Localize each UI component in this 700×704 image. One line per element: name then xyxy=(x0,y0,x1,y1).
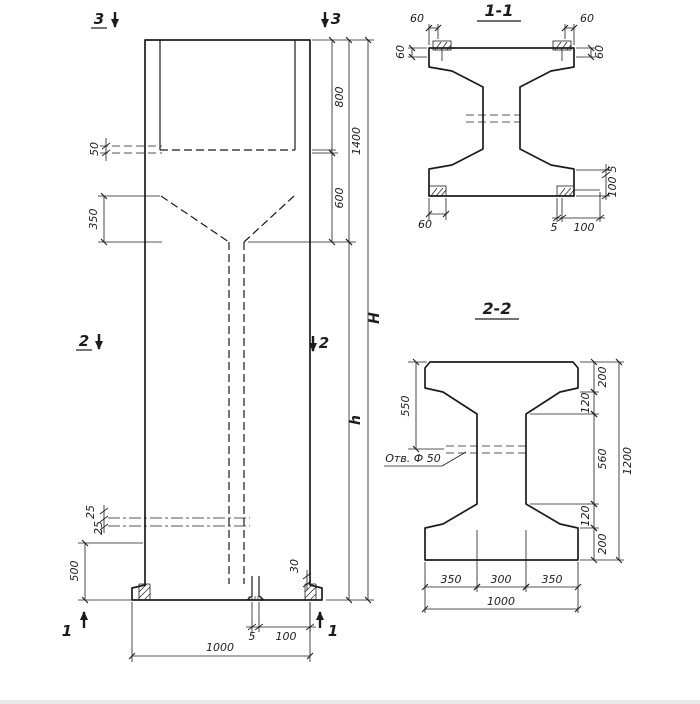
plate-hatch xyxy=(558,187,575,197)
ext-lines-1000 xyxy=(131,602,311,662)
dim-ticks xyxy=(601,166,611,200)
embedded-plate-bottom-right xyxy=(556,185,575,197)
dim-ticks xyxy=(101,142,111,157)
dim-500: 500 xyxy=(68,561,81,582)
dim-60-bottom: 60 xyxy=(418,218,432,231)
hidden-hole-lines xyxy=(466,114,520,123)
foot-hatch-right xyxy=(304,583,317,601)
dim-300: 300 xyxy=(491,573,512,586)
dim-350: 350 xyxy=(87,209,100,230)
ext-lines xyxy=(428,24,439,45)
elevation-view: 3 3 2 2 1 1 800 600 1400 h H 50 350 xyxy=(62,10,383,662)
hole-diameter-label: Отв. Ф 50 xyxy=(385,452,441,465)
hidden-taper-lines xyxy=(160,195,295,243)
section-1-1-outline xyxy=(428,47,575,197)
dim-ticks xyxy=(302,572,312,588)
ext-lines-right xyxy=(248,39,374,601)
dim-1400: 1400 xyxy=(350,127,363,155)
plate-hatch xyxy=(554,41,572,51)
dim-350-left: 350 xyxy=(441,573,462,586)
section-2-2-title: 2-2 xyxy=(483,299,512,318)
dim-1000-section: 1000 xyxy=(487,595,515,608)
dim-200-bottom: 200 xyxy=(596,534,609,555)
dim-60-right: 60 xyxy=(593,45,606,59)
dim-100-side: 100 xyxy=(606,177,619,198)
dim-120-bottom: 120 xyxy=(579,506,592,527)
dim-200-top: 200 xyxy=(596,367,609,388)
ext-lines xyxy=(576,169,610,197)
dim-50: 50 xyxy=(88,142,101,156)
dim-100: 100 xyxy=(276,630,297,643)
dim-H: H xyxy=(367,312,383,324)
column-inner-edges xyxy=(159,40,296,150)
dim-60-top-left: 60 xyxy=(410,12,424,25)
ext-lines xyxy=(408,361,444,450)
foot-plate-center xyxy=(246,576,265,601)
section-marker-1-right: 1 xyxy=(328,622,338,640)
section-marker-3-right: 3 xyxy=(331,10,341,28)
hidden-web-lines xyxy=(228,242,245,584)
dim-60-left: 60 xyxy=(394,45,407,59)
section-1-1-title: 1-1 xyxy=(485,1,514,20)
section-2-2-view: 2-2 Отв. Ф 50 550 200 120 560 120 200 12… xyxy=(384,299,634,613)
dim-ticks xyxy=(552,214,605,222)
dim-5: 5 xyxy=(249,630,256,643)
dim-100-bottom: 100 xyxy=(574,221,595,234)
plate-hatch xyxy=(434,41,452,51)
dim-560: 560 xyxy=(596,449,609,470)
ext-lines xyxy=(564,24,575,45)
ext-lines xyxy=(408,47,427,58)
column-outline xyxy=(131,39,323,601)
section-marker-2-right: 2 xyxy=(319,334,329,352)
section-marker-3-left: 3 xyxy=(94,10,104,28)
ext-lines-right xyxy=(530,361,624,561)
embedded-plate-bottom-left xyxy=(428,185,447,197)
foot-hatch-left xyxy=(138,583,151,601)
section-marker-2-left: 2 xyxy=(79,332,89,350)
plate-hatch xyxy=(430,187,447,197)
dim-800: 800 xyxy=(333,87,346,108)
hidden-plate-lines xyxy=(100,145,162,154)
dim-25-lower: 25 xyxy=(92,521,105,535)
dim-h: h xyxy=(348,415,364,425)
dim-60-top-right: 60 xyxy=(580,12,594,25)
ext-lines xyxy=(428,198,447,220)
ext-lines-500 xyxy=(78,542,143,601)
dim-5-side: 5 xyxy=(606,166,619,173)
section-2-2-outline xyxy=(424,361,579,561)
ext-lines-350 xyxy=(98,195,162,243)
dim-5-bottom: 5 xyxy=(551,221,558,234)
dim-30: 30 xyxy=(288,559,301,573)
dim-120-top: 120 xyxy=(579,393,592,414)
dim-1200: 1200 xyxy=(621,447,634,475)
dim-550: 550 xyxy=(399,396,412,417)
section-marker-1-left: 1 xyxy=(62,622,72,640)
dim-1000: 1000 xyxy=(206,641,234,654)
dim-ticks xyxy=(99,507,109,531)
dim-25-upper: 25 xyxy=(84,505,97,519)
dim-600: 600 xyxy=(333,188,346,209)
hidden-hole-lines xyxy=(446,445,526,454)
leader-line xyxy=(441,451,467,467)
dim-350-right: 350 xyxy=(542,573,563,586)
ext-lines-5-100 xyxy=(251,602,311,632)
foot-hatch-center xyxy=(248,596,262,600)
hidden-hole-lines xyxy=(108,517,250,527)
section-1-1-view: 1-1 60 60 60 60 60 5 xyxy=(394,1,619,234)
